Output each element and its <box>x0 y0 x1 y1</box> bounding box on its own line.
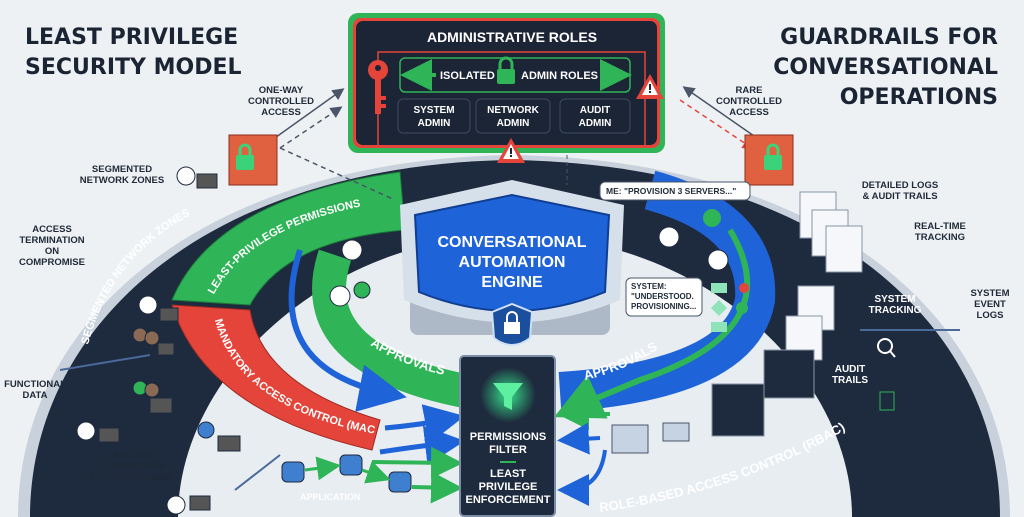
role-box <box>397 98 471 134</box>
firewall-lock-icon <box>744 134 794 186</box>
admin-title: ADMINISTRATIVE ROLES <box>427 29 597 45</box>
folder-icons <box>611 422 690 454</box>
engine-line1: CONVERSATIONAL <box>437 234 586 251</box>
filter-line2: FILTER <box>489 444 527 456</box>
engine-shield <box>413 193 611 312</box>
role-box <box>559 98 631 134</box>
title-left-line2: SECURITY MODEL <box>25 55 242 80</box>
label-segmented: NETWORK ZONES <box>80 175 164 186</box>
label-detailed-logs: DETAILED LOGS <box>862 180 938 191</box>
role-network-admin: ADMIN <box>497 118 530 129</box>
role-audit-admin: ADMIN <box>579 118 612 129</box>
application-label: APPLICATION <box>300 492 360 502</box>
db-arrow <box>304 456 341 481</box>
filter-line5: ENFORCEMENT <box>466 494 551 506</box>
title-right-line1: GUARDRAILS FOR <box>780 25 998 50</box>
title-left-line1: LEAST PRIVILEGE <box>25 25 238 50</box>
least-privilege-arc <box>171 171 406 306</box>
firewall-lock-icon <box>228 134 278 186</box>
warning-icon <box>636 74 664 99</box>
filter-line4: PRIVILEGE <box>479 481 538 493</box>
arrow-in-1 <box>384 404 465 444</box>
label-system-tracking: SYSTEM <box>874 294 915 305</box>
system-speech-bubble <box>625 277 703 317</box>
flow-arrow-blue <box>288 249 407 412</box>
admin-roles-label: ADMIN ROLES <box>521 70 598 82</box>
dashed-connector <box>279 147 396 201</box>
lock-shield-icon <box>490 302 534 346</box>
label-functional: FUNCTIONAL <box>4 379 66 390</box>
lock-icon <box>497 56 515 84</box>
label-realtime: TRACKING <box>915 232 965 243</box>
approvals-ring-left <box>312 249 474 409</box>
label-termination: TERMINATION <box>19 235 84 246</box>
zone-divider <box>59 354 151 371</box>
arrow-out-2 <box>557 422 601 455</box>
label-termination-2: ON COMPROMISE <box>91 472 174 483</box>
filter-line1: PERMISSIONS <box>470 431 546 443</box>
label-detailed-logs: & AUDIT TRAILS <box>862 191 937 202</box>
label-audit-trails: TRAILS <box>832 375 868 386</box>
one-way-label: ONE-WAY <box>259 85 304 96</box>
user-bubble-text: ME: "PROVISION 3 SERVERS..." <box>606 186 736 196</box>
label-audit-trails: AUDIT <box>835 364 866 375</box>
label-termination-2: ACCESS <box>112 450 152 461</box>
user-speech-bubble <box>599 181 751 201</box>
label-system-event: SYSTEM <box>970 288 1009 299</box>
warning-icon <box>497 138 525 163</box>
flowchart-icon <box>711 283 749 332</box>
arrow-in-3 <box>371 446 463 479</box>
label-functional: DATA <box>23 390 48 401</box>
label-segmented: SEGMENTED <box>92 164 152 175</box>
label-system-event: LOGS <box>977 310 1004 321</box>
role-system-admin: ADMIN <box>418 118 451 129</box>
rare-access-label: CONTROLLED <box>716 96 782 107</box>
system-bubble-text: PROVISIONING... <box>631 302 696 311</box>
db-arrow <box>361 460 391 484</box>
role-system-admin: SYSTEM <box>413 105 454 116</box>
role-audit-admin: AUDIT <box>580 105 611 116</box>
role-box <box>475 98 551 134</box>
one-way-label: CONTROLLED <box>248 96 314 107</box>
label-termination-2: TERMINATION <box>99 461 164 472</box>
title-right-line3: OPERATIONS <box>840 85 998 110</box>
arrow-in-2 <box>379 425 465 466</box>
system-bubble-text: "UNDERSTOOD. <box>631 292 694 301</box>
label-realtime: REAL-TIME <box>914 221 966 232</box>
document-icons <box>711 191 895 437</box>
arrow-in-4 <box>411 471 463 504</box>
engine-line2: AUTOMATION <box>459 254 566 271</box>
label-termination: ACCESS <box>32 224 72 235</box>
role-network-admin: NETWORK <box>487 105 539 116</box>
rare-access-label: RARE <box>736 85 763 96</box>
label-system-tracking: TRACKING <box>869 305 922 316</box>
engine-line3: ENGINE <box>481 274 543 291</box>
title-right-line2: CONVERSATIONAL <box>773 55 998 80</box>
key-icon <box>368 60 388 114</box>
check-icon <box>703 209 721 227</box>
person-icons <box>76 166 729 515</box>
one-way-label: ACCESS <box>261 107 301 118</box>
isolated-label: ISOLATED <box>440 70 495 82</box>
magnifier-icon <box>877 338 896 358</box>
label-termination: COMPROMISE <box>19 257 85 268</box>
mac-arc <box>171 304 381 451</box>
arrow-out-3 <box>557 449 607 506</box>
database-icons <box>281 454 412 493</box>
funnel-icon <box>493 383 523 410</box>
filter-line3: LEAST <box>490 468 526 480</box>
label-system-event: EVENT <box>974 299 1006 310</box>
one-way-dashed-arrow <box>279 106 343 149</box>
rare-access-label: ACCESS <box>729 107 769 118</box>
rare-access-dashed-arrow <box>679 99 755 150</box>
system-bubble-text: SYSTEM: <box>631 282 667 291</box>
label-termination: ON <box>45 246 59 257</box>
zone-divider <box>234 454 281 491</box>
